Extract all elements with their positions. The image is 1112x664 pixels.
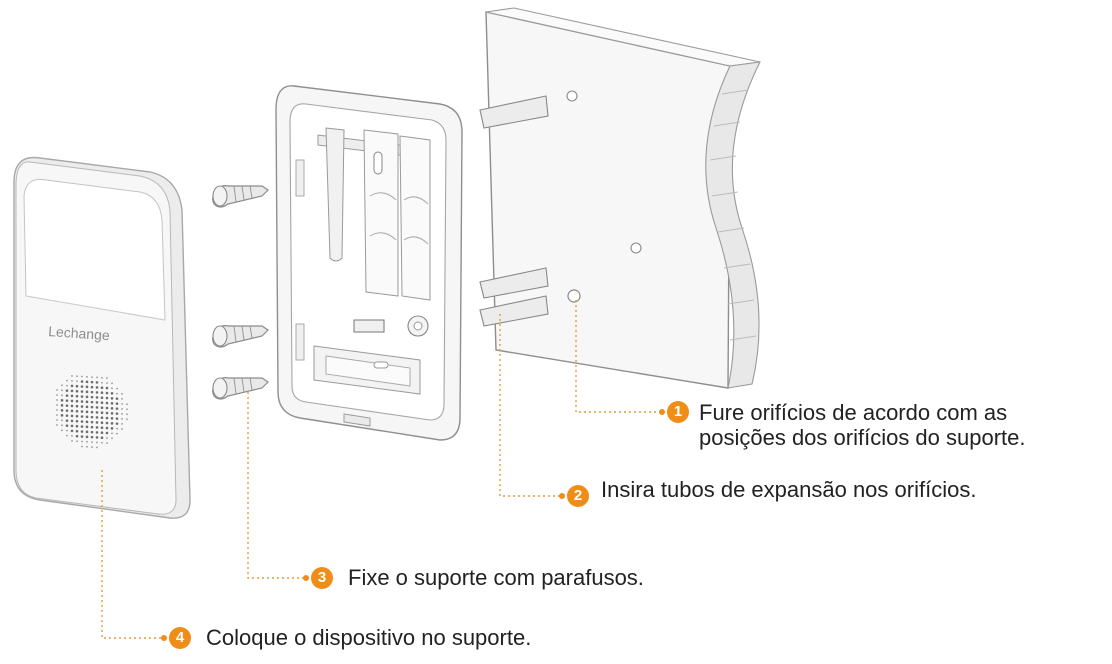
step-1-text-line-2: posições dos orifícios do suporte. bbox=[699, 425, 1026, 450]
device-logo: Lechange bbox=[48, 323, 111, 343]
step-4-number-badge: 4 bbox=[169, 627, 191, 649]
step-2-number-badge: 2 bbox=[567, 485, 589, 507]
doorbell-device: Lechange bbox=[13, 156, 191, 519]
mounting-bracket bbox=[275, 85, 463, 441]
screw-icon bbox=[212, 325, 269, 348]
step-4-text: Coloque o dispositivo no suporte. bbox=[206, 625, 532, 650]
leader-endpoint-dot bbox=[303, 575, 309, 581]
leader-endpoint-dot bbox=[161, 635, 167, 641]
step-3-number-badge: 3 bbox=[311, 567, 333, 589]
leader-line-step-4 bbox=[101, 470, 164, 639]
leader-line-step-2 bbox=[499, 314, 562, 497]
step-1-number-badge: 1 bbox=[667, 401, 689, 423]
step-2-text: Insira tubos de expansão nos orifícios. bbox=[601, 477, 977, 502]
step-3-text: Fixe o suporte com parafusos. bbox=[348, 565, 644, 590]
leader-line-step-1 bbox=[575, 300, 662, 413]
screw-icon bbox=[212, 377, 269, 400]
leader-endpoint-dot bbox=[559, 493, 565, 499]
step-1-text-line-1: Fure orifícios de acordo com as bbox=[699, 400, 1008, 425]
screw-icon bbox=[212, 185, 269, 208]
leader-line-step-3 bbox=[247, 392, 306, 579]
leader-endpoint-dot bbox=[659, 409, 665, 415]
wall-section bbox=[479, 7, 761, 389]
speaker-grille-icon bbox=[56, 375, 128, 449]
leader-lines bbox=[101, 300, 662, 639]
